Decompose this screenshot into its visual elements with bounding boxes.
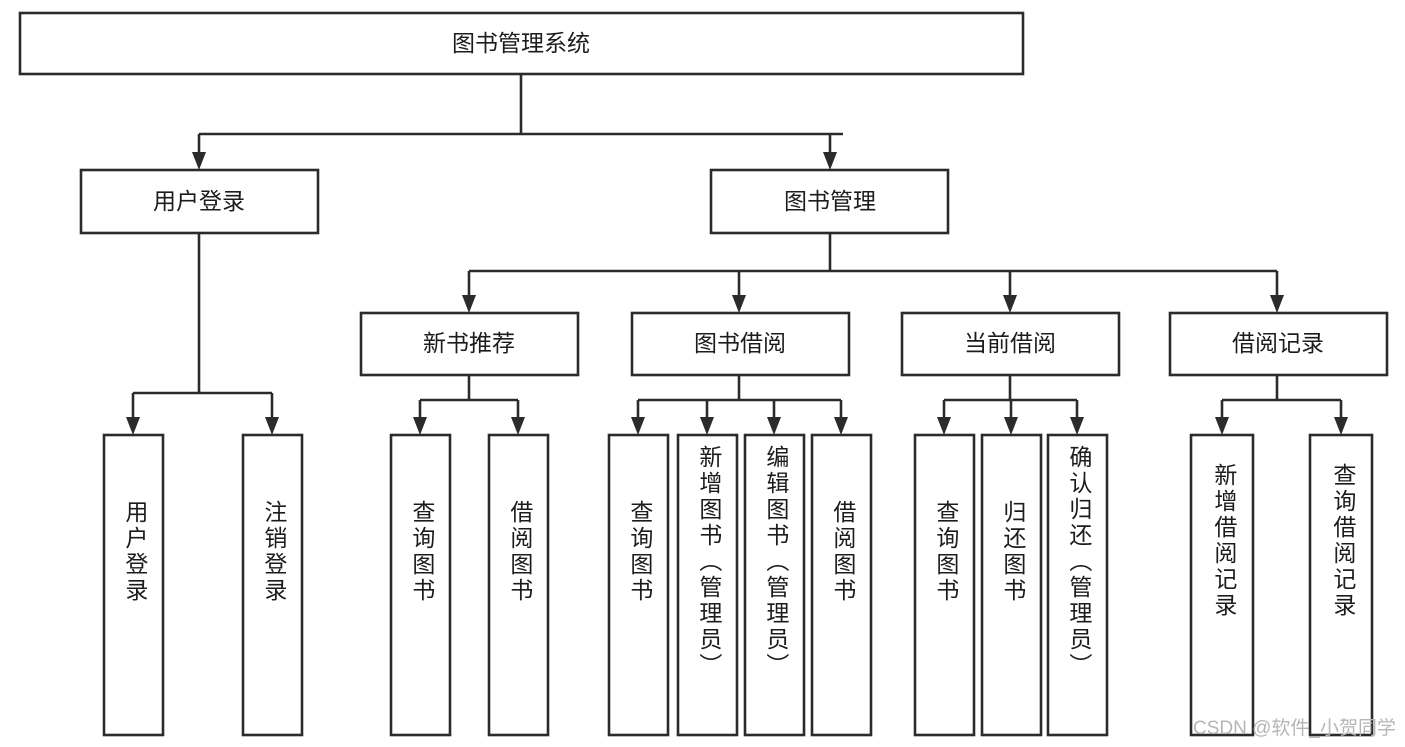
node-leaf-edit-book[interactable]: 编辑图书（管理员） (743, 433, 806, 737)
node-leaf-user-logout-label: 注销登录 (261, 500, 288, 604)
node-leaf-confirm-return-label: 确认归还（管理员） (1066, 445, 1093, 679)
connector-root-to-level2 (192, 74, 843, 170)
connector-currentborrow-to-leaves (937, 375, 1084, 435)
node-leaf-confirm-return[interactable]: 确认归还（管理员） (1046, 433, 1109, 737)
node-borrow-record-label: 借阅记录 (1232, 330, 1324, 356)
node-leaf-query-book-3-label: 查询图书 (933, 500, 960, 604)
node-current-borrow[interactable]: 当前借阅 (900, 311, 1121, 377)
node-leaf-query-record-label: 查询借阅记录 (1330, 463, 1357, 619)
node-leaf-user-login-label: 用户登录 (122, 500, 149, 604)
node-leaf-add-record-label: 新增借阅记录 (1211, 463, 1238, 619)
node-leaf-edit-book-label: 编辑图书（管理员） (763, 445, 790, 679)
node-user-login-label: 用户登录 (153, 188, 245, 214)
node-leaf-query-book-2-label: 查询图书 (627, 500, 654, 604)
connector-userlogin-to-leaves (126, 233, 279, 435)
node-new-book-recommend[interactable]: 新书推荐 (359, 311, 580, 377)
node-leaf-query-book-2[interactable]: 查询图书 (607, 433, 670, 737)
node-book-management-label: 图书管理 (784, 188, 876, 214)
node-leaf-borrow-book-2[interactable]: 借阅图书 (810, 433, 873, 737)
connector-borrowrecord-to-leaves (1215, 375, 1348, 435)
node-leaf-borrow-book-1-label: 借阅图书 (507, 500, 534, 604)
node-leaf-query-book-3[interactable]: 查询图书 (913, 433, 976, 737)
node-leaf-add-record[interactable]: 新增借阅记录 (1189, 433, 1255, 737)
node-leaf-user-login[interactable]: 用户登录 (102, 433, 165, 737)
node-leaf-query-book-1[interactable]: 查询图书 (389, 433, 452, 737)
node-root-label: 图书管理系统 (452, 30, 590, 56)
node-leaf-add-book[interactable]: 新增图书（管理员） (676, 433, 739, 737)
node-borrow-record[interactable]: 借阅记录 (1168, 311, 1389, 377)
node-root[interactable]: 图书管理系统 (18, 11, 1025, 76)
connector-newbook-to-leaves (413, 375, 525, 435)
node-leaf-user-logout[interactable]: 注销登录 (241, 433, 304, 737)
connector-bookmgmt-to-level3 (462, 233, 1284, 313)
node-leaf-query-book-1-label: 查询图书 (409, 500, 436, 604)
node-leaf-borrow-book-2-label: 借阅图书 (830, 500, 857, 604)
node-book-borrow[interactable]: 图书借阅 (630, 311, 851, 377)
node-book-borrow-label: 图书借阅 (694, 330, 786, 356)
node-leaf-return-book-label: 归还图书 (1000, 500, 1027, 604)
node-book-management[interactable]: 图书管理 (709, 168, 950, 235)
node-leaf-add-book-label: 新增图书（管理员） (696, 445, 723, 679)
node-leaf-query-record[interactable]: 查询借阅记录 (1308, 433, 1374, 737)
node-current-borrow-label: 当前借阅 (964, 330, 1056, 356)
node-leaf-return-book[interactable]: 归还图书 (980, 433, 1043, 737)
node-new-book-recommend-label: 新书推荐 (423, 330, 515, 356)
node-user-login[interactable]: 用户登录 (79, 168, 320, 235)
connector-bookborrow-to-leaves (631, 375, 848, 435)
node-leaf-borrow-book-1[interactable]: 借阅图书 (487, 433, 550, 737)
